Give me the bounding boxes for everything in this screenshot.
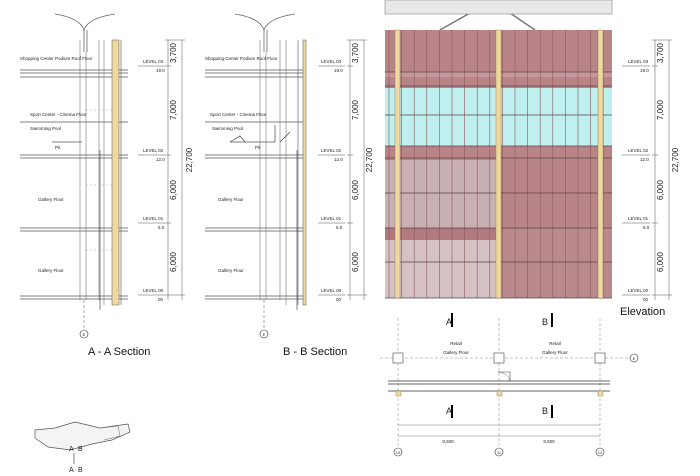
section-b: E Shopping Center Podium Roof Floor Spor… [205, 13, 374, 339]
total-dimension: 22,700 [671, 147, 680, 172]
level-elevation: 12.0 [334, 157, 343, 162]
room-label: Retail [450, 341, 462, 346]
grid-label: 12 [598, 450, 603, 455]
grid-label: E [83, 332, 86, 337]
level-elevation: 6.0 [336, 225, 343, 230]
floor-label: Gallery Floor [218, 197, 244, 202]
level-elevation: 19.0 [156, 68, 165, 73]
dimension: 7,000 [169, 99, 178, 120]
level-label: LEVEL 02 [143, 148, 164, 153]
grid-bubble [79, 329, 89, 339]
dimension: 8,500 [543, 439, 555, 444]
room-label: Gallery Floor [443, 350, 469, 355]
level-label: LEVEL 00 [321, 288, 342, 293]
key-plan-label: B [78, 467, 83, 474]
floor-label: Gallery Floor [38, 197, 64, 202]
facade-mullion [394, 29, 401, 299]
dimension: 6,000 [351, 251, 360, 272]
dimension: 6,000 [351, 179, 360, 200]
floor-label: Shopping Center Podium Roof Floor [20, 56, 93, 61]
facade-mullion [111, 39, 120, 306]
dimension: 6,000 [169, 251, 178, 272]
level-label: LEVEL 02 [321, 148, 342, 153]
grid-bubble [259, 329, 269, 339]
floor-label: Pit [55, 145, 61, 150]
dimension: 7,000 [351, 99, 360, 120]
key-plan-label: A [69, 446, 74, 453]
section-b-title: B - B Section [283, 346, 348, 358]
level-elevation: 00 [643, 297, 649, 302]
section-a: E Shopping Center Podium Roof Floor Spor… [20, 13, 194, 339]
elevation: LEVEL 03 19.0 LEVEL 02 12.0 LEVEL 01 6.0… [384, 0, 680, 302]
dimension: 8,500 [442, 439, 454, 444]
level-label: LEVEL 01 [628, 216, 649, 221]
grid-label: E [633, 356, 636, 361]
room-label: Retail [549, 341, 561, 346]
floor-label: Sport Center - Cinema Floor [210, 112, 267, 117]
dimension: 7,000 [656, 99, 665, 120]
dimension: 6,000 [656, 179, 665, 200]
dimension: 3,700 [169, 42, 178, 63]
facade-mullion [302, 39, 307, 306]
section-a-title: A - A Section [88, 346, 151, 358]
floor-label: Swimming Pool [212, 126, 243, 131]
dimension: 3,700 [351, 42, 360, 63]
dimension: 6,000 [656, 251, 665, 272]
total-dimension: 22,700 [365, 147, 374, 172]
floor-label: Sport Center - Cinema Floor [30, 112, 87, 117]
dimension: 3,700 [656, 42, 665, 63]
floor-label: Shopping Center Podium Roof Floor [205, 56, 278, 61]
level-elevation: 00 [158, 297, 164, 302]
section-cut-label: A [446, 317, 452, 327]
floor-label: Swimming Pool [30, 126, 61, 131]
section-cut-label: B [542, 406, 548, 416]
grid-label: 11 [497, 450, 502, 455]
floor-label: Gallery Floor [218, 268, 244, 273]
room-label: Gallery Floor [542, 350, 568, 355]
total-dimension: 22,700 [185, 147, 194, 172]
section-cut-label: B [542, 317, 548, 327]
level-label: LEVEL 03 [321, 59, 342, 64]
level-label: LEVEL 03 [143, 59, 164, 64]
elevation-title: Elevation [620, 306, 666, 318]
level-label: LEVEL 03 [628, 59, 649, 64]
canopy-column-shape [54, 13, 116, 32]
key-plan: A B A B [34, 421, 131, 474]
level-elevation: 6.0 [158, 225, 165, 230]
level-label: LEVEL 00 [628, 288, 649, 293]
level-label: LEVEL 01 [321, 216, 342, 221]
section-cut-label: A [446, 406, 452, 416]
facade-mullion [495, 29, 502, 299]
level-elevation: 12.0 [640, 157, 649, 162]
canopy-column-shape [234, 13, 296, 32]
floor-label: Gallery Floor [38, 268, 64, 273]
level-elevation: 6.0 [643, 225, 650, 230]
level-elevation: 00 [336, 297, 342, 302]
grid-label: E [263, 332, 266, 337]
facade-mullion [597, 29, 604, 299]
level-label: LEVEL 00 [143, 288, 164, 293]
floor-plan: A A B B Retail Gallery Floor Retail Gall… [380, 313, 639, 457]
level-label: LEVEL 01 [143, 216, 164, 221]
level-label: LEVEL 02 [628, 148, 649, 153]
key-plan-label: A [69, 467, 74, 474]
floor-label: Pit [255, 145, 261, 150]
level-elevation: 19.0 [640, 68, 649, 73]
level-elevation: 19.0 [334, 68, 343, 73]
key-plan-label: B [78, 446, 83, 453]
dimension: 6,000 [169, 179, 178, 200]
level-elevation: 12.0 [156, 157, 165, 162]
grid-label: 10 [396, 450, 401, 455]
